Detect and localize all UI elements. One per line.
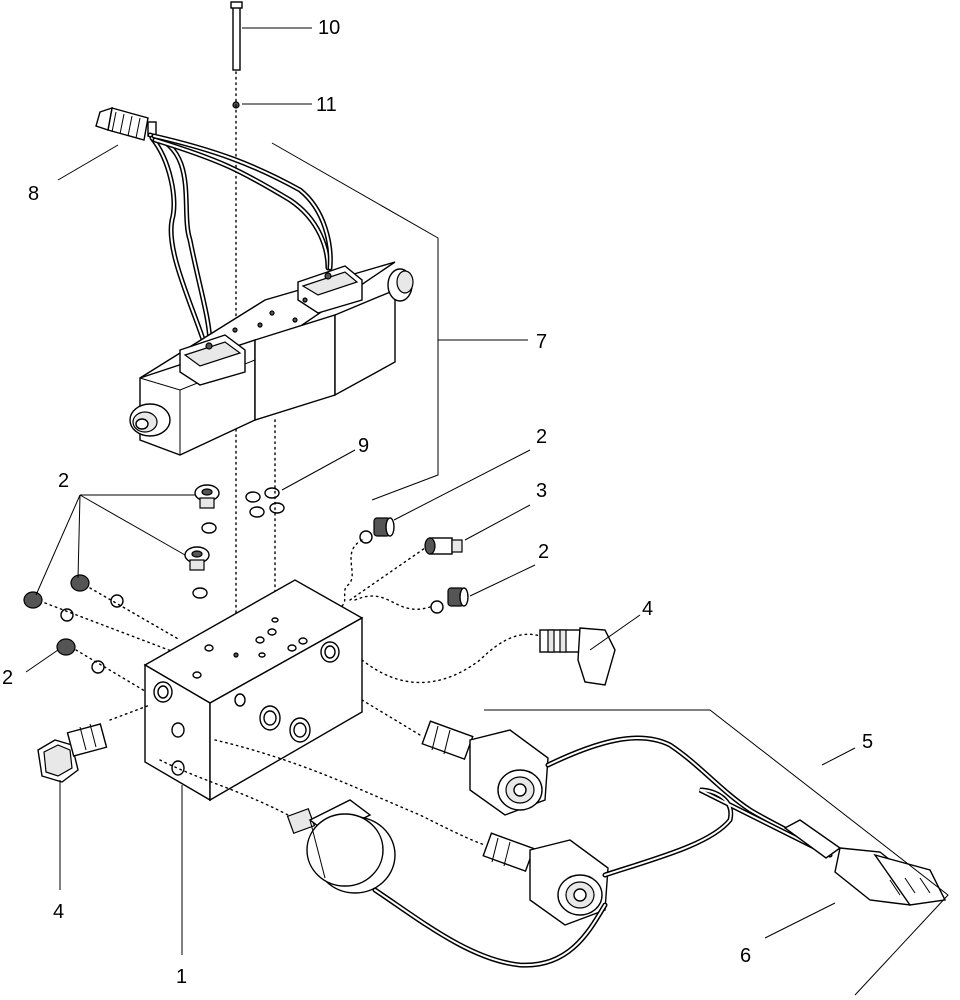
part-5-solenoid-upper [361,699,549,816]
sensor-guide [159,759,289,816]
callout-2-lower-right: 2 [538,541,549,563]
harness-cables [372,735,842,968]
callout-4-left: 4 [53,901,64,923]
callout-2-left: 2 [2,667,13,689]
part-1-manifold-block [143,579,364,802]
callout-8: 8 [28,183,39,205]
connector-wires [147,132,333,348]
bracket-5 [484,709,949,996]
callout-1: 1 [176,966,187,988]
right-fittings [339,517,616,686]
callout-4-right: 4 [642,598,653,620]
callout-9: 9 [358,435,369,457]
callout-6: 6 [740,945,751,967]
part-9-orings [245,487,285,518]
callout-7: 7 [536,331,547,353]
bracket-7 [271,142,439,501]
callout-10: 10 [318,17,340,39]
callout-labels: 10 11 8 7 9 2 3 2 4 2 2 4 1 5 6 [2,17,873,988]
callout-5: 5 [862,731,873,753]
callout-3: 3 [536,480,547,502]
callout-11: 11 [316,94,337,116]
part-7-directional-valve [129,261,414,456]
leader-lines [25,27,856,955]
part-4-left-cartridge [37,704,151,783]
pressure-sensor [286,799,396,894]
part-6-connector [834,847,947,906]
part-5-solenoid-lower [214,739,609,926]
part-10-bolt [230,1,243,71]
part-8-connector [95,106,157,141]
callout-2-left-group: 2 [58,470,69,492]
callout-2-upper-right: 2 [536,426,547,448]
